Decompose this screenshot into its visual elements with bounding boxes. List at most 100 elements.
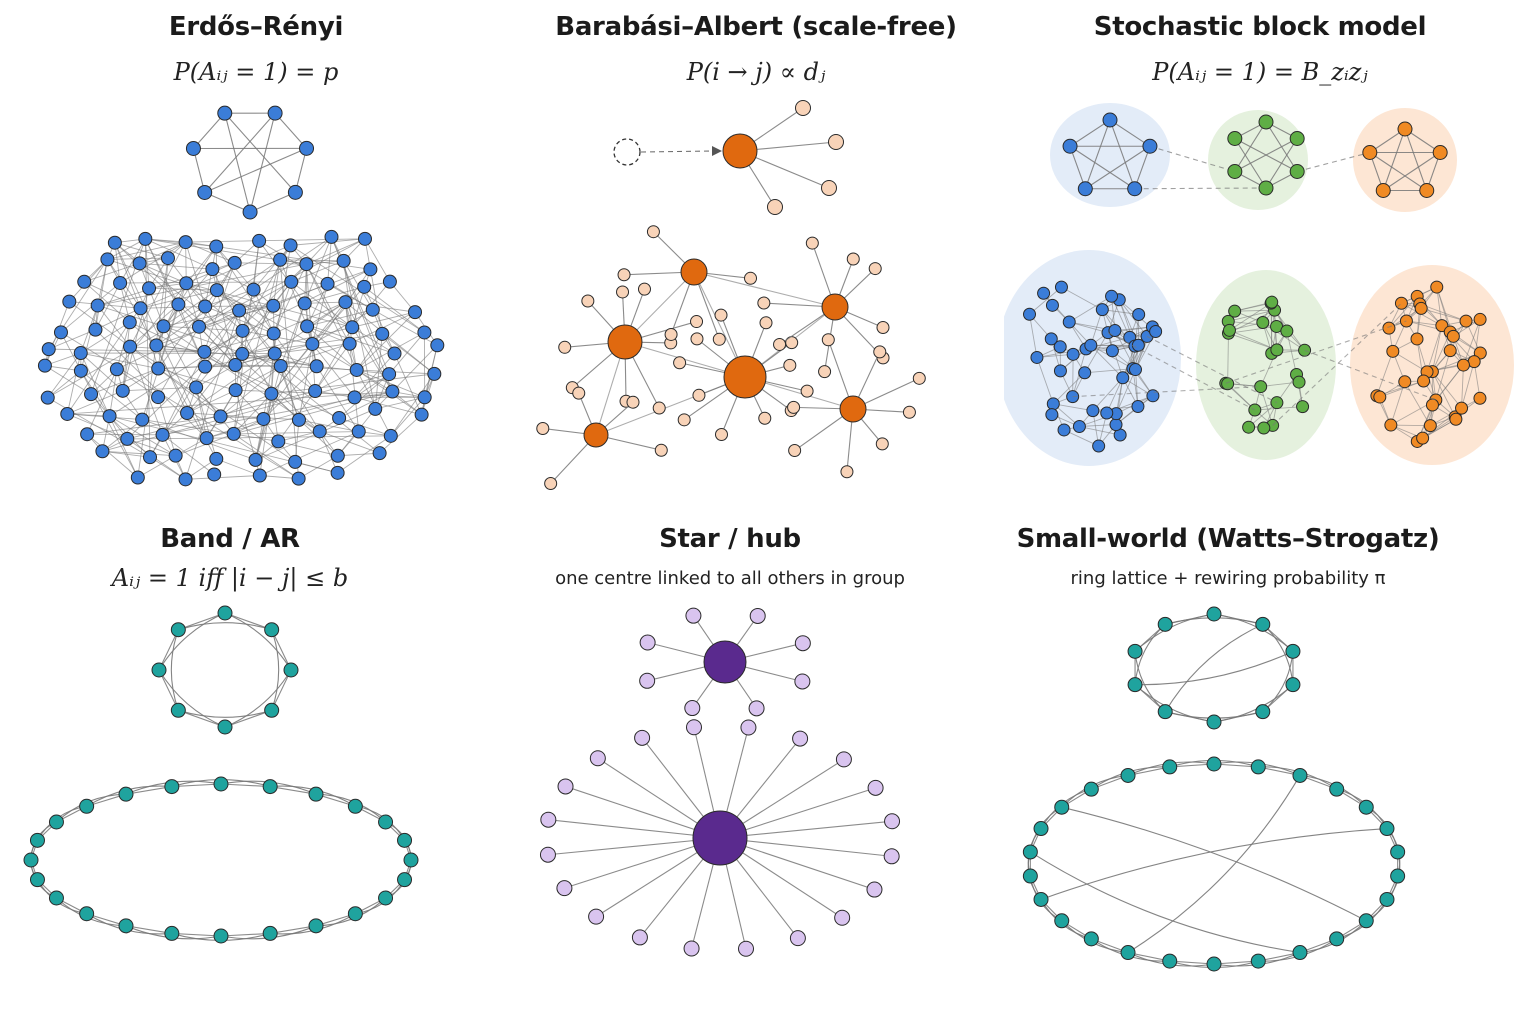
ba-leaf-node — [712, 332, 726, 346]
edge — [273, 301, 346, 334]
edge — [1036, 357, 1054, 404]
er-large-node — [207, 467, 222, 482]
er-large-node — [336, 253, 351, 268]
ba-leaf-node — [912, 371, 926, 385]
edge — [95, 329, 207, 439]
er-large-node — [180, 405, 195, 420]
edge — [338, 373, 390, 419]
er-large-node — [198, 359, 213, 374]
sbm-orange-node — [1384, 418, 1398, 432]
er-large-node — [427, 366, 442, 381]
edge — [170, 629, 179, 711]
edge — [220, 365, 282, 417]
er-large-node — [135, 412, 150, 427]
sbm-green-node — [1289, 131, 1305, 146]
edge — [1225, 320, 1407, 384]
star-leaf-node — [794, 635, 811, 652]
er-large-node — [149, 338, 164, 353]
sbm-blue-node — [1127, 181, 1143, 197]
edge — [224, 709, 272, 728]
edge — [343, 260, 376, 409]
ba-leaf-node — [673, 356, 687, 370]
er-large-node — [283, 238, 298, 253]
edge — [216, 289, 313, 345]
edge — [1072, 386, 1261, 398]
edge — [142, 419, 234, 435]
ba-leaf-node — [572, 386, 586, 400]
sw-small-node — [1127, 677, 1143, 693]
sbm-blue-node — [1108, 324, 1122, 338]
edge — [235, 365, 281, 391]
band-large-node — [397, 872, 413, 888]
edge — [390, 396, 426, 437]
ba-leaf-node — [690, 332, 704, 346]
sbm-orange-node — [1425, 398, 1439, 412]
edge — [195, 364, 236, 388]
edge — [80, 352, 159, 369]
sbm-blue-node — [1057, 423, 1071, 437]
edge — [1297, 151, 1370, 173]
sw-large-node — [1206, 756, 1222, 772]
er-large-node — [168, 448, 183, 463]
edge — [344, 302, 358, 371]
er-large-node — [53, 325, 68, 340]
edge — [127, 438, 176, 457]
sbm-blue-node — [1054, 280, 1068, 294]
star-leaf-node — [685, 719, 702, 736]
edge — [1149, 145, 1235, 173]
edge — [1134, 684, 1215, 723]
ba-leaf-node — [785, 336, 799, 350]
er-large-node — [179, 276, 194, 291]
sbm-green-node — [1257, 421, 1271, 435]
sbm-blue-node — [1062, 138, 1078, 154]
edge — [1069, 295, 1112, 323]
new-node — [613, 138, 641, 166]
sw-small-node — [1255, 616, 1271, 632]
er-large-node — [156, 319, 171, 334]
panel-title: Stochastic block model — [1093, 12, 1427, 42]
edge — [60, 332, 82, 372]
edge — [390, 373, 435, 437]
sbm-orange-node — [1373, 390, 1387, 404]
edge — [44, 365, 92, 395]
edge — [290, 281, 353, 328]
edge — [157, 326, 200, 398]
ba-leaf-node — [714, 308, 728, 322]
er-large-node — [408, 305, 423, 320]
edge — [204, 112, 276, 193]
edge — [1461, 361, 1475, 409]
er-large-node — [266, 326, 281, 341]
edge — [220, 932, 271, 937]
sbm-orange-node — [1467, 355, 1481, 369]
er-large-node — [143, 450, 158, 465]
er-large-node — [192, 319, 207, 334]
sbm-orange-node — [1398, 375, 1412, 389]
edge — [394, 353, 423, 415]
edge — [139, 241, 186, 264]
er-large-node — [178, 235, 193, 250]
sw-large-node — [1358, 799, 1374, 815]
er-large-node — [88, 322, 103, 337]
edge — [719, 820, 893, 839]
sbm-blue-node — [1132, 307, 1146, 321]
er-large-node — [155, 427, 170, 442]
band-large-node — [213, 928, 229, 944]
edge — [1234, 138, 1298, 172]
sbm-orange-node — [1419, 183, 1435, 199]
sw-large-node — [1358, 913, 1374, 929]
edge — [1061, 806, 1367, 922]
edge — [547, 837, 721, 856]
panel-formula: P(Aᵢⱼ = 1) = B_zᵢzⱼ — [1152, 58, 1368, 86]
er-large-node — [189, 380, 204, 395]
edge — [139, 262, 213, 270]
ba-leaf-node — [902, 405, 916, 419]
edge — [1272, 302, 1402, 426]
er-large-node — [122, 315, 137, 330]
edge — [84, 262, 140, 283]
sbm-green-node — [1292, 375, 1306, 389]
er-large-node — [248, 452, 263, 467]
edge — [279, 259, 300, 479]
sbm-green-node — [1228, 304, 1242, 318]
edge — [67, 391, 393, 415]
band-large-node — [23, 852, 39, 868]
